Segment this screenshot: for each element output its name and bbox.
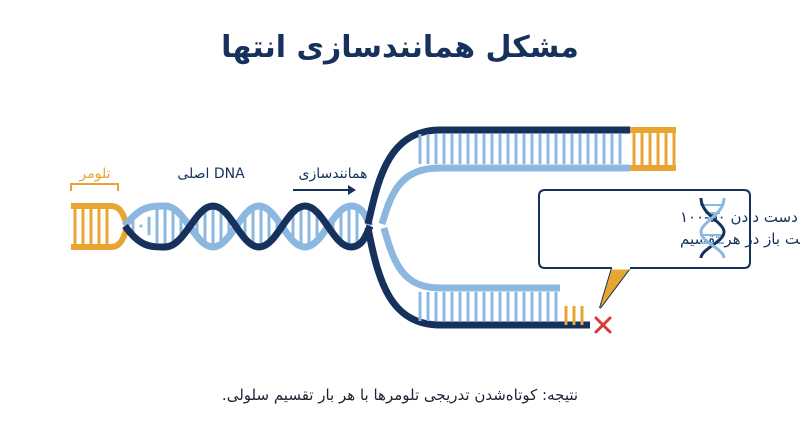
- callout-line1: از دست دادن ۵۰-۱۰۰: [680, 208, 800, 226]
- callout-box: از دست دادن ۵۰-۱۰۰ جفت باز در هر تقسیم: [538, 189, 800, 309]
- replication-arrow: [293, 185, 356, 195]
- bottom-replicated-strand: [364, 227, 590, 329]
- telomere-label: تلومر: [79, 166, 111, 182]
- callout-line2: جفت باز در هر تقسیم: [680, 230, 800, 248]
- telomere-cap-left: [71, 203, 130, 250]
- original-dna-label: DNA اصلی: [177, 166, 245, 182]
- telomere-bracket: [70, 183, 119, 191]
- top-replicated-strand: [364, 126, 676, 225]
- telomere-remnant-bottom: [564, 306, 584, 325]
- footer-note: نتیجه: کوتاه‌شدن تدریجی تلومرها با هر با…: [221, 386, 579, 404]
- page-title: مشکل همانندسازی انتها: [221, 30, 579, 65]
- replication-label: همانندسازی: [299, 166, 368, 182]
- dna-icon: [699, 197, 726, 259]
- double-helix: [122, 202, 374, 251]
- telomere-cap-top: [630, 127, 676, 171]
- red-x-icon: [594, 316, 612, 334]
